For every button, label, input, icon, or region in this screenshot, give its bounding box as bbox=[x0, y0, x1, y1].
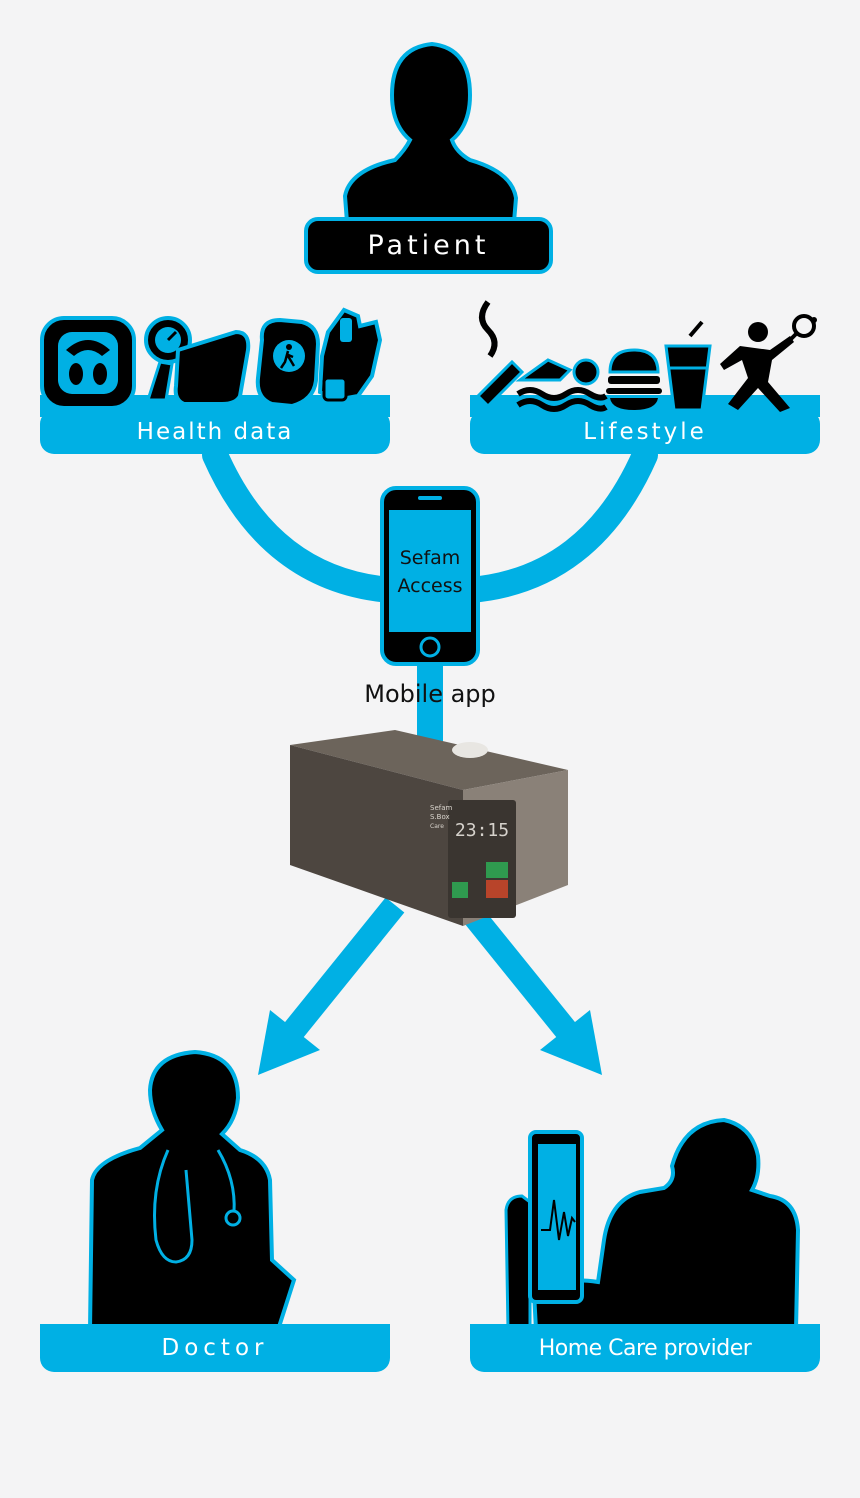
home-care-provider-silhouette bbox=[504, 1117, 801, 1332]
swimmer-icon bbox=[515, 358, 608, 412]
doctor-silhouette bbox=[87, 1049, 297, 1332]
patient-label-box bbox=[304, 217, 553, 274]
mobile-app-label: Mobile app bbox=[364, 680, 496, 708]
lifestyle-connector bbox=[457, 442, 658, 603]
bathroom-scale-icon bbox=[40, 316, 136, 410]
arrow-to-home-care bbox=[455, 897, 602, 1075]
health-data-label: Health data bbox=[136, 419, 294, 445]
arrow-to-doctor bbox=[258, 897, 405, 1075]
device-brand-line-1: Sefam bbox=[430, 804, 453, 812]
pedometer-watch-icon bbox=[255, 317, 321, 409]
connector-lines bbox=[202, 442, 658, 758]
device-brand-line-2: S.Box bbox=[430, 813, 450, 821]
phone-screen-line-1: Sefam bbox=[399, 547, 461, 569]
home-care-provider-label: Home Care provider bbox=[538, 1335, 752, 1361]
patient-silhouette bbox=[342, 41, 519, 224]
blood-pressure-gauge-icon bbox=[144, 316, 251, 406]
medical-device-box: 23:15 Sefam S.Box Care bbox=[290, 730, 568, 926]
device-brand-line-3: Care bbox=[430, 823, 444, 830]
drink-cup-icon bbox=[664, 320, 712, 412]
tennis-player-icon bbox=[720, 314, 817, 412]
doctor-banner bbox=[40, 1324, 390, 1372]
patient-label: Patient bbox=[367, 230, 490, 261]
device-clock: 23:15 bbox=[455, 820, 509, 841]
pulse-oximeter-icon bbox=[317, 307, 383, 403]
home-care-provider-banner bbox=[470, 1324, 820, 1372]
smartphone bbox=[380, 486, 480, 666]
health-data-connector bbox=[202, 442, 403, 603]
cigarette-icon bbox=[475, 300, 525, 409]
doctor-label: Doctor bbox=[161, 1335, 269, 1361]
phone-screen-text: Sefam Access bbox=[388, 540, 472, 604]
burger-icon bbox=[606, 348, 662, 410]
phone-screen-line-2: Access bbox=[397, 575, 463, 597]
lifestyle-label: Lifestyle bbox=[583, 419, 707, 445]
